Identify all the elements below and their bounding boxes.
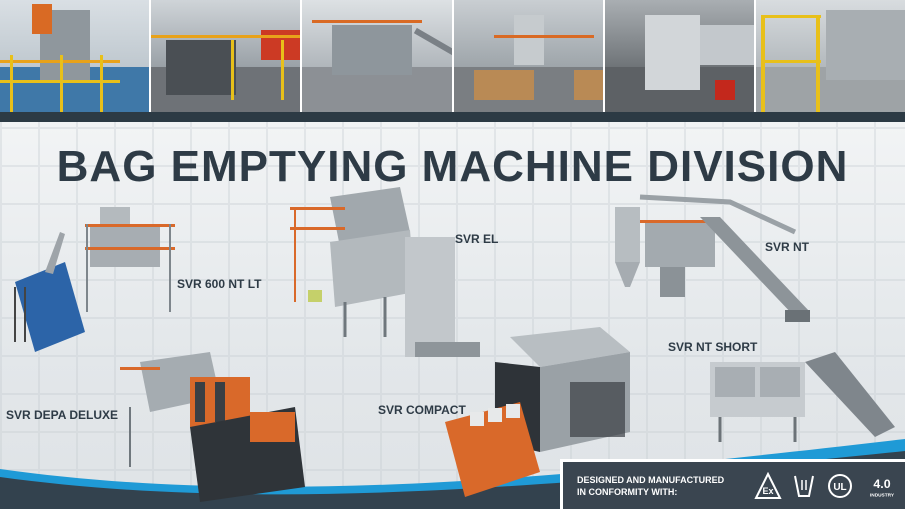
industry-4-icon: 4.0 INDUSTRY xyxy=(861,471,903,501)
svg-text:4.0: 4.0 xyxy=(873,476,890,490)
installation-photo-4 xyxy=(453,0,603,112)
svg-text:UL: UL xyxy=(833,482,846,493)
machine-svr-compact xyxy=(445,327,630,497)
label-svr-compact: SVR COMPACT xyxy=(378,403,466,417)
installation-photo-6 xyxy=(755,0,905,112)
food-contact-icon xyxy=(789,471,819,501)
machine-svr-depa-deluxe xyxy=(120,352,305,502)
svg-text:INDUSTRY: INDUSTRY xyxy=(870,492,895,498)
ul-icon: UL xyxy=(825,471,855,501)
header-divider xyxy=(0,112,905,122)
conformity-text: DESIGNED AND MANUFACTURED IN CONFORMITY … xyxy=(577,474,747,498)
conformity-line-1: DESIGNED AND MANUFACTURED xyxy=(577,474,725,485)
photo-strip xyxy=(0,0,905,112)
page-title: BAG EMPTYING MACHINE DIVISION xyxy=(56,142,849,191)
conformity-banner: DESIGNED AND MANUFACTURED IN CONFORMITY … xyxy=(560,459,905,509)
installation-photo-1 xyxy=(0,0,150,112)
conformity-line-2: IN CONFORMITY WITH: xyxy=(577,486,678,497)
label-svr-depa-deluxe: SVR DEPA DELUXE xyxy=(6,408,119,422)
machine-svr-el xyxy=(290,187,480,357)
machine-svr-nt-short xyxy=(710,352,895,442)
machine-svr-600-nt-lt xyxy=(14,207,175,352)
label-svr-el: SVR EL xyxy=(455,232,499,246)
installation-photo-3 xyxy=(302,0,452,112)
svg-text:Ex: Ex xyxy=(762,486,773,496)
atex-ex-icon: Ex xyxy=(753,471,783,501)
machine-svr-nt xyxy=(615,194,810,322)
label-svr-nt-short: SVR NT SHORT xyxy=(668,340,758,354)
installation-photo-2 xyxy=(151,0,301,112)
main-panel: BAG EMPTYING MACHINE DIVISION SVR 600 NT… xyxy=(0,122,905,509)
label-svr-nt: SVR NT xyxy=(765,240,810,254)
installation-photo-5 xyxy=(604,0,754,112)
label-svr-600-nt-lt: SVR 600 NT LT xyxy=(177,277,262,291)
